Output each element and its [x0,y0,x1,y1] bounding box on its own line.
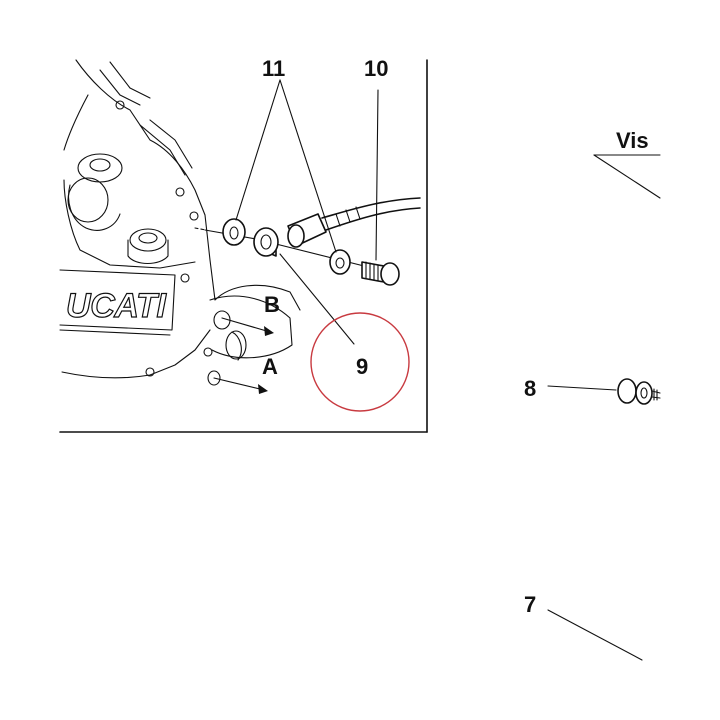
leader-11 [235,79,337,253]
view-leader [593,154,661,199]
bleed-valve [617,378,661,405]
sealing-washer-left [222,218,246,246]
callout-A: A [262,354,278,379]
leader-7 [547,609,643,661]
callout-7: 7 [524,592,536,617]
banjo-fitting [287,213,327,248]
callout-9: 9 [356,354,368,379]
callout-B: B [264,292,280,317]
banjo-bolt [361,261,400,286]
arrow-B [221,317,274,336]
callout-8: 8 [524,376,536,401]
leader-10 [375,89,379,261]
highlight-circle [310,312,410,412]
leader-9 [279,253,355,345]
callout-11: 11 [262,56,285,81]
engine-casing [59,59,301,386]
view-label: Vis [616,128,649,153]
sealing-washer-right [329,249,351,275]
leader-8 [547,385,617,391]
inset-frame [59,59,428,433]
casing-engraving: UCATI [66,287,168,325]
arrow-A [213,377,268,394]
brake-hose [321,197,421,231]
union-bushing [253,227,279,257]
callout-10: 10 [364,56,388,81]
